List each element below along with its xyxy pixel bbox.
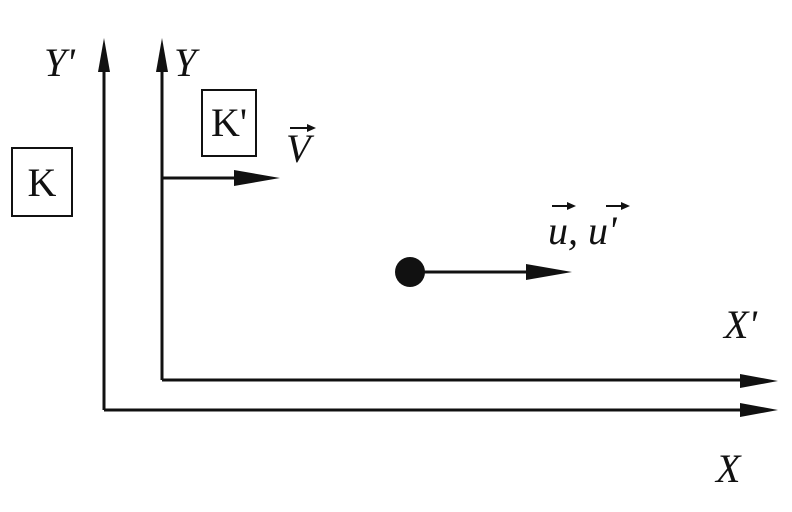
velocity-u-label: u, u' bbox=[548, 208, 618, 253]
y-prime-axis-label: Y' bbox=[44, 40, 76, 85]
frame-k-box bbox=[11, 147, 73, 217]
velocity-v-vector-mark-head bbox=[307, 124, 316, 132]
velocity-u-label-group: u, u' bbox=[548, 202, 630, 253]
frame-k-label: K bbox=[28, 160, 57, 205]
frame-k-prime-label: K' bbox=[211, 100, 247, 145]
velocity-u-prime-vector-mark-head bbox=[621, 202, 630, 210]
velocity-u-arrowhead bbox=[526, 264, 572, 280]
velocity-v-label: V bbox=[286, 126, 315, 171]
x-axis-label: X bbox=[714, 446, 742, 491]
velocity-u-vector-mark-head bbox=[567, 202, 576, 210]
y-axis-label: Y bbox=[174, 40, 200, 85]
x-prime-axis-arrowhead bbox=[740, 374, 778, 388]
y-axis-arrowhead bbox=[156, 38, 168, 72]
velocity-v-label-group: V bbox=[286, 124, 316, 171]
x-axis-arrowhead bbox=[740, 403, 778, 417]
x-prime-axis-label: X' bbox=[722, 302, 758, 347]
frame-k-prime-box bbox=[201, 89, 257, 157]
y-prime-axis-arrowhead bbox=[98, 38, 110, 72]
velocity-v-arrowhead bbox=[234, 170, 280, 186]
